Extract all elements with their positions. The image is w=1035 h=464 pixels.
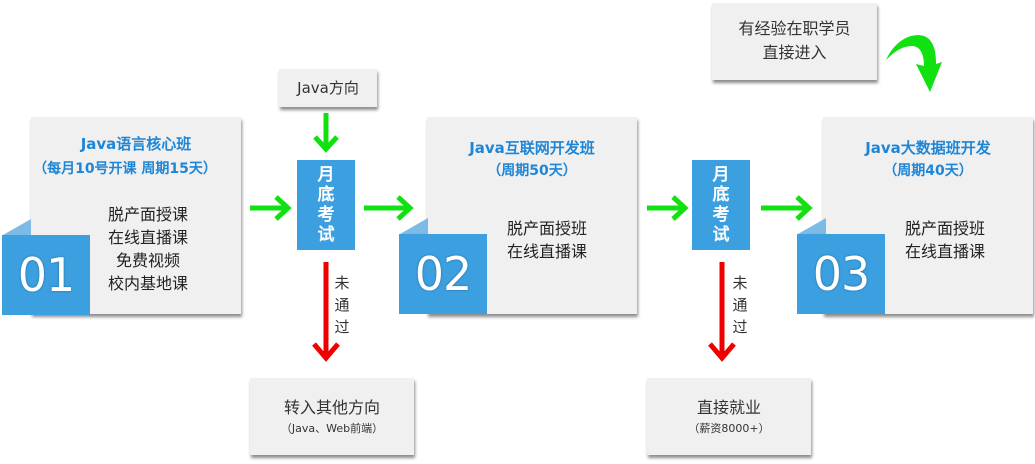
monthly-exam-box: 月 底 考 试	[692, 160, 750, 250]
stage-item: 脱产面授班	[904, 219, 985, 238]
outcome-direct-employment: 直接就业 （薪资8000+）	[647, 378, 811, 455]
badge-fold	[798, 218, 826, 234]
red-arrow-down-icon	[312, 262, 340, 362]
fail-label: 未 通 过	[731, 272, 749, 338]
fail-char: 过	[732, 318, 748, 336]
experienced-line: 直接进入	[762, 43, 827, 62]
curved-arrow-icon	[886, 35, 942, 92]
badge-fold	[400, 218, 428, 234]
java-direction-label: Java方向	[297, 79, 359, 97]
stage-number-badge: 03	[797, 234, 885, 314]
arrow-right-icon	[250, 195, 292, 221]
badge-fold	[3, 219, 31, 235]
stage-subtitle: （周期50天）	[487, 163, 577, 179]
exam-char: 月	[712, 165, 730, 185]
fail-char: 通	[732, 296, 748, 314]
fail-label: 未 通 过	[333, 272, 351, 338]
experienced-entry-box: 有经验在职学员 直接进入	[712, 3, 877, 80]
fail-char: 过	[334, 318, 350, 336]
exam-char: 试	[712, 225, 730, 245]
stage-items: 脱产面授课 在线直播课 免费视频 校内基地课	[93, 203, 203, 295]
exam-char: 底	[712, 185, 730, 205]
stage-title: Java语言核心班	[80, 135, 192, 153]
outcome-note: （Java、Web前端）	[280, 422, 384, 435]
stage-subtitle: （周期40天）	[883, 163, 973, 179]
stage-item: 在线直播课	[506, 242, 587, 261]
stage-title: Java互联网开发班	[469, 139, 595, 157]
stage-items: 脱产面授班 在线直播课	[895, 217, 995, 263]
monthly-exam-box: 月 底 考 试	[297, 160, 355, 250]
outcome-note: （薪资8000+）	[688, 422, 770, 435]
red-arrow-down-icon	[708, 262, 736, 362]
fail-char: 通	[334, 296, 350, 314]
exam-char: 考	[712, 205, 730, 225]
arrow-right-icon	[364, 195, 414, 221]
stage-number-badge: 01	[2, 235, 90, 315]
exam-char: 月	[317, 165, 335, 185]
stage-card-03: Java大数据班开发 （周期40天） 脱产面授班 在线直播课	[823, 117, 1033, 314]
fail-char: 未	[732, 274, 748, 292]
stage-title: Java大数据班开发	[865, 139, 991, 157]
stage-items: 脱产面授班 在线直播课	[497, 217, 597, 263]
outcome-title: 直接就业	[696, 398, 761, 417]
stage-item: 校内基地课	[107, 274, 188, 293]
stage-item: 脱产面授课	[107, 205, 188, 224]
stage-subtitle: （每月10号开课 周期15天）	[33, 161, 217, 177]
stage-item: 在线直播课	[904, 242, 985, 261]
stage-item: 脱产面授班	[506, 219, 587, 238]
fail-char: 未	[334, 274, 350, 292]
exam-char: 考	[317, 205, 335, 225]
stage-item: 在线直播课	[107, 228, 188, 247]
java-direction-box: Java方向	[279, 69, 377, 107]
arrow-down-icon	[313, 113, 339, 153]
outcome-title: 转入其他方向	[283, 398, 380, 417]
exam-char: 底	[317, 185, 335, 205]
stage-item: 免费视频	[115, 251, 180, 270]
exam-char: 试	[317, 225, 335, 245]
experienced-line: 有经验在职学员	[738, 19, 851, 38]
arrow-right-icon	[761, 195, 813, 221]
arrow-right-icon	[647, 195, 689, 221]
stage-number-badge: 02	[399, 234, 487, 314]
outcome-other-direction: 转入其他方向 （Java、Web前端）	[250, 378, 414, 455]
